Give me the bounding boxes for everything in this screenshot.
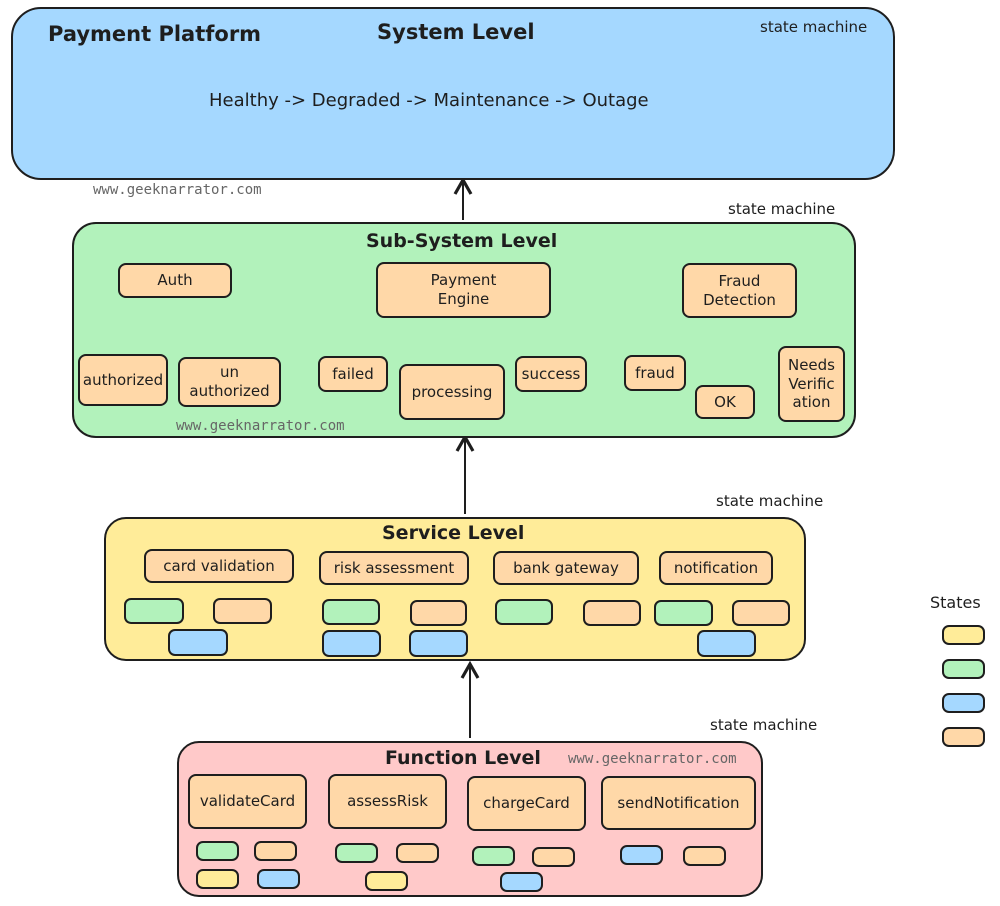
- function-send-notification: sendNotification: [601, 776, 756, 830]
- success-state: success: [515, 356, 587, 392]
- auth-node: Auth: [118, 263, 232, 298]
- legend-swatch-peach: [942, 727, 985, 747]
- state-chip: [620, 845, 663, 865]
- failed-state: failed: [318, 356, 388, 392]
- service-card-validation: card validation: [144, 549, 294, 583]
- platform-title: Payment Platform: [48, 22, 262, 46]
- authorized-state: authorized: [78, 354, 168, 406]
- service-state-machine-label: state machine: [716, 492, 824, 510]
- state-chip: [335, 843, 378, 863]
- payment-engine-node: Payment Engine: [376, 262, 551, 318]
- state-chip: [196, 841, 239, 861]
- legend-swatch-blue: [942, 693, 985, 713]
- state-chip: [168, 629, 228, 656]
- state-chip: [697, 630, 756, 657]
- system-state-machine-label: state machine: [760, 18, 868, 36]
- function-assess-risk: assessRisk: [328, 774, 447, 829]
- fraud-detection-node: Fraud Detection: [682, 263, 797, 318]
- unauthorized-state: un authorized: [178, 357, 281, 407]
- function-validate-card: validateCard: [188, 774, 307, 829]
- function-level-title: Function Level: [385, 747, 541, 769]
- state-chip: [472, 846, 515, 866]
- state-chip: [409, 630, 468, 657]
- state-chip: [495, 599, 553, 625]
- state-chip: [654, 600, 713, 626]
- watermark-subsystem: www.geeknarrator.com: [176, 418, 345, 434]
- state-chip: [365, 871, 408, 891]
- needs-verification-state: Needs Verification: [778, 346, 845, 422]
- state-chip: [396, 843, 439, 863]
- state-chip: [532, 847, 575, 867]
- state-chip: [257, 869, 300, 889]
- state-chip: [322, 599, 380, 625]
- processing-state: processing: [399, 364, 505, 420]
- state-chip: [732, 600, 790, 626]
- watermark-function: www.geeknarrator.com: [568, 751, 737, 767]
- state-chip: [500, 872, 543, 892]
- system-states: Healthy -> Degraded -> Maintenance -> Ou…: [209, 90, 649, 111]
- watermark-system: www.geeknarrator.com: [93, 182, 262, 198]
- system-level-panel: [11, 7, 895, 180]
- service-notification: notification: [659, 551, 773, 585]
- function-state-machine-label: state machine: [710, 716, 818, 734]
- system-level-title: System Level: [377, 20, 535, 44]
- state-chip: [322, 630, 381, 657]
- legend-swatch-green: [942, 659, 985, 679]
- fraud-state: fraud: [624, 355, 686, 391]
- function-charge-card: chargeCard: [467, 776, 586, 831]
- state-chip: [196, 869, 239, 889]
- legend-title: States: [930, 593, 981, 612]
- service-bank-gateway: bank gateway: [493, 551, 639, 585]
- state-chip: [124, 598, 184, 624]
- ok-state: OK: [695, 385, 755, 419]
- service-risk-assessment: risk assessment: [319, 551, 469, 585]
- state-chip: [410, 600, 467, 626]
- state-chip: [683, 846, 726, 866]
- state-chip: [583, 600, 641, 626]
- subsystem-level-title: Sub-System Level: [366, 230, 558, 252]
- subsystem-state-machine-label: state machine: [728, 200, 836, 218]
- state-chip: [213, 598, 272, 624]
- legend-swatch-yellow: [942, 625, 985, 645]
- service-level-title: Service Level: [382, 522, 525, 544]
- state-chip: [254, 841, 297, 861]
